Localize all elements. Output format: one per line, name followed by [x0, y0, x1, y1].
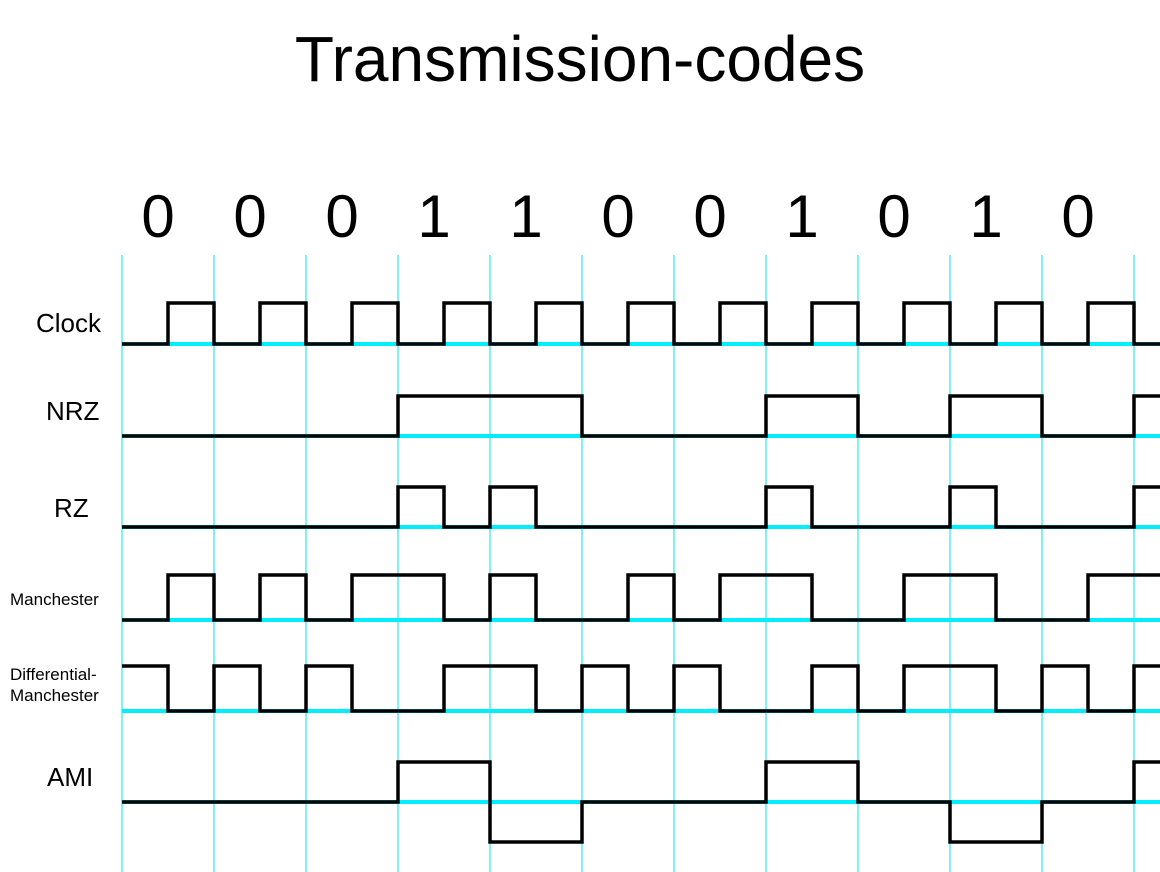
bit-label: 0: [325, 183, 359, 250]
bit-label: 1: [969, 183, 1003, 250]
row-label-nrz: NRZ: [46, 396, 100, 426]
differential-manchester-waveform: [122, 664, 1160, 713]
bit-label: 0: [1061, 183, 1095, 250]
row-label-differential-manchester: Differential- Manchester: [10, 664, 99, 706]
bit-label: 0: [233, 183, 267, 250]
row-label-line: Differential-: [10, 665, 97, 684]
bit-label: 0: [877, 183, 911, 250]
bit-label: 0: [693, 183, 727, 250]
row-label-line: Manchester: [10, 686, 99, 705]
bit-label: 0: [141, 183, 175, 250]
row-label-clock: Clock: [36, 308, 102, 338]
rz-waveform: [122, 485, 1160, 529]
bit-label: 0: [601, 183, 635, 250]
manchester-waveform: [122, 573, 1160, 622]
row-label-manchester: Manchester: [10, 590, 99, 609]
nrz-waveform: [122, 394, 1160, 438]
bit-label: 1: [785, 183, 819, 250]
bit-label: 1: [509, 183, 543, 250]
row-label-ami: AMI: [47, 762, 94, 792]
ami-waveform: [122, 760, 1160, 844]
bit-label: 1: [417, 183, 451, 250]
diagram-title: Transmission-codes: [294, 23, 866, 95]
row-label-rz: RZ: [54, 493, 89, 523]
clock-waveform: [122, 301, 1160, 346]
